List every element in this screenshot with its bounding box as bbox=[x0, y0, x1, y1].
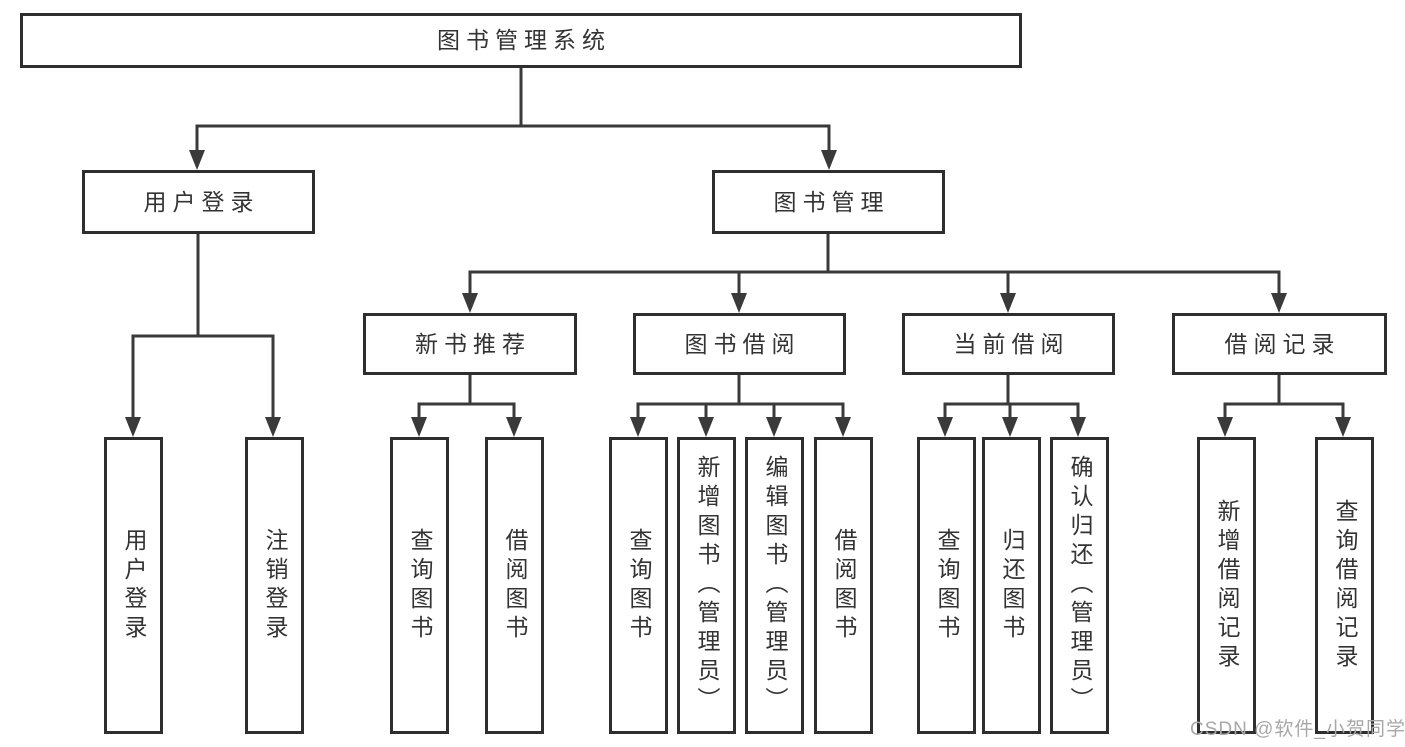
leaf-current-confirm-return-admin: 确认归还（管理员） bbox=[1050, 437, 1109, 734]
leaf-current-query-books: 查询图书 bbox=[917, 437, 976, 734]
arrowheads bbox=[125, 150, 1351, 437]
leaf-records-query-record: 查询借阅记录 bbox=[1315, 437, 1374, 734]
node-book-borrow: 图书借阅 bbox=[633, 313, 846, 375]
leaf-user-login: 用户登录 bbox=[104, 437, 163, 734]
node-user-login: 用户登录 bbox=[82, 170, 315, 234]
csdn-watermark: CSDN @软件_小贺同学 bbox=[1190, 719, 1405, 740]
node-current-borrow: 当前借阅 bbox=[902, 313, 1115, 375]
leaf-logout: 注销登录 bbox=[245, 437, 304, 734]
leaf-borrow-borrow-books: 借阅图书 bbox=[814, 437, 873, 734]
node-root-system: 图书管理系统 bbox=[20, 13, 1022, 68]
leaf-records-add-record: 新增借阅记录 bbox=[1197, 437, 1256, 734]
leaf-borrow-add-books-admin: 新增图书（管理员） bbox=[677, 437, 736, 734]
leaf-recommend-query-books: 查询图书 bbox=[390, 437, 449, 734]
leaf-recommend-borrow-books: 借阅图书 bbox=[485, 437, 544, 734]
leaf-borrow-edit-books-admin: 编辑图书（管理员） bbox=[745, 437, 804, 734]
leaf-current-return-books: 归还图书 bbox=[982, 437, 1041, 734]
node-new-book-recommend: 新书推荐 bbox=[363, 313, 577, 375]
node-book-management: 图书管理 bbox=[712, 170, 945, 234]
leaf-borrow-query-books: 查询图书 bbox=[609, 437, 668, 734]
node-borrow-records: 借阅记录 bbox=[1172, 313, 1387, 375]
